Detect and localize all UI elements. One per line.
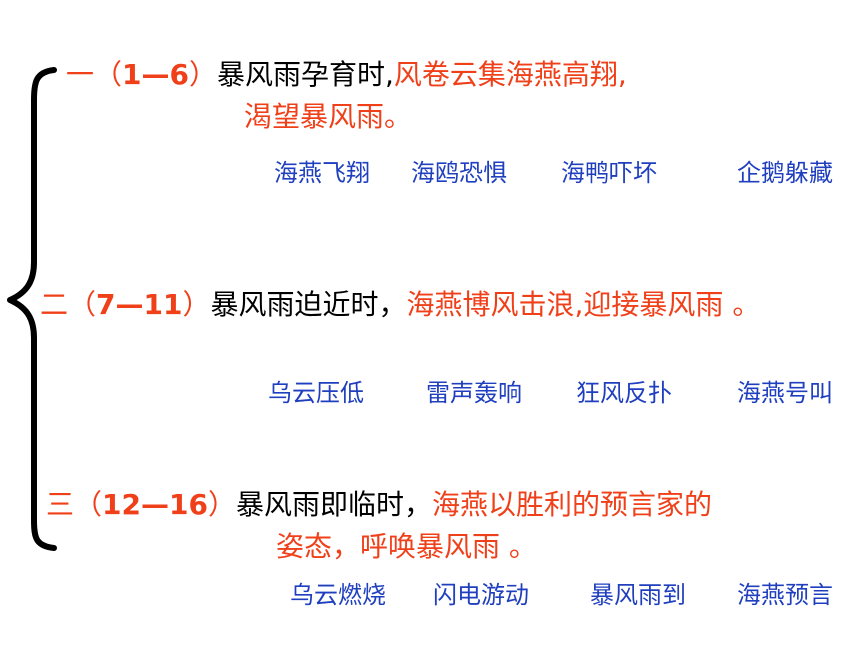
section3-detail-2: 闪电游动 xyxy=(433,581,529,609)
section3-highlight-line1: 海燕以胜利的预言家的 xyxy=(432,488,713,521)
section3-range-close: ） xyxy=(207,488,236,521)
section1-heading: 一（1—6）暴风雨孕育时,风卷云集海燕高翔, xyxy=(66,58,627,92)
section3-range-open: （ xyxy=(74,488,103,521)
section1-highlight-line2: 渴望暴风雨。 xyxy=(244,100,413,133)
section1-lead: 暴风雨孕育时, xyxy=(217,58,394,91)
section1-detail-3: 海鸭吓坏 xyxy=(561,159,657,187)
section3-detail-4: 海燕预言 xyxy=(737,581,833,609)
section2-heading: 二（7—11）暴风雨迫近时，海燕博风击浪,迎接暴风雨 。 xyxy=(40,288,760,322)
section3-highlight-line2: 姿态，呼唤暴风雨 。 xyxy=(276,530,537,563)
section1-range-close: ） xyxy=(189,58,218,91)
section3-lead: 暴风雨即临时， xyxy=(235,488,432,521)
section2-lead: 暴风雨迫近时， xyxy=(210,288,407,321)
section1-ordinal: 一 xyxy=(66,58,95,91)
section2-range-close: ） xyxy=(182,288,211,321)
section2-range-open: （ xyxy=(68,288,97,321)
section2-detail-1: 乌云压低 xyxy=(268,379,364,407)
section2-detail-2: 雷声轰响 xyxy=(426,379,522,407)
section3-detail-3: 暴风雨到 xyxy=(590,581,686,609)
section1-range-open: （ xyxy=(94,58,123,91)
section1-range: 1—6 xyxy=(122,58,189,91)
section3-ordinal: 三 xyxy=(46,488,75,521)
section1-detail-2: 海鸥恐惧 xyxy=(411,159,507,187)
left-brace xyxy=(7,67,57,551)
section3-range: 12—16 xyxy=(102,488,208,521)
section2-detail-4: 海燕号叫 xyxy=(737,379,833,407)
section2-range: 7—11 xyxy=(96,288,183,321)
section2-ordinal: 二 xyxy=(40,288,69,321)
section1-highlight-line1: 风卷云集海燕高翔, xyxy=(393,58,627,91)
section2-detail-3: 狂风反扑 xyxy=(576,379,672,407)
section3-detail-1: 乌云燃烧 xyxy=(290,581,386,609)
section2-highlight-line1: 海燕博风击浪,迎接暴风雨 。 xyxy=(406,288,761,321)
section1-detail-4: 企鹅躲藏 xyxy=(737,159,833,187)
section1-detail-1: 海燕飞翔 xyxy=(274,159,370,187)
section3-heading: 三（12—16）暴风雨即临时，海燕以胜利的预言家的 xyxy=(46,488,712,522)
